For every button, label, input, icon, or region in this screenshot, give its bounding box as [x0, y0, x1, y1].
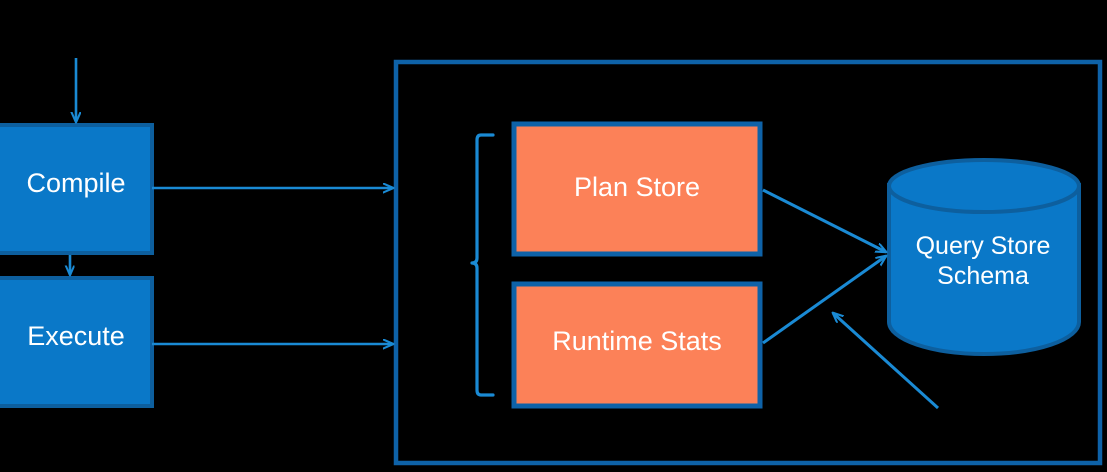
- external-to-schema-arrow: [833, 313, 940, 410]
- store-bracket: [470, 133, 495, 397]
- runtime-stats-box[interactable]: [511, 281, 763, 409]
- runtime-stats-to-schema-arrow: [762, 256, 886, 345]
- plan-store-to-schema-arrow: [762, 188, 886, 254]
- query-store-schema-cylinder[interactable]: [887, 158, 1081, 356]
- execute-box[interactable]: [0, 276, 154, 408]
- compile-box[interactable]: [0, 123, 154, 255]
- plan-store-box[interactable]: [511, 121, 763, 257]
- query-store-container: [393, 59, 1103, 466]
